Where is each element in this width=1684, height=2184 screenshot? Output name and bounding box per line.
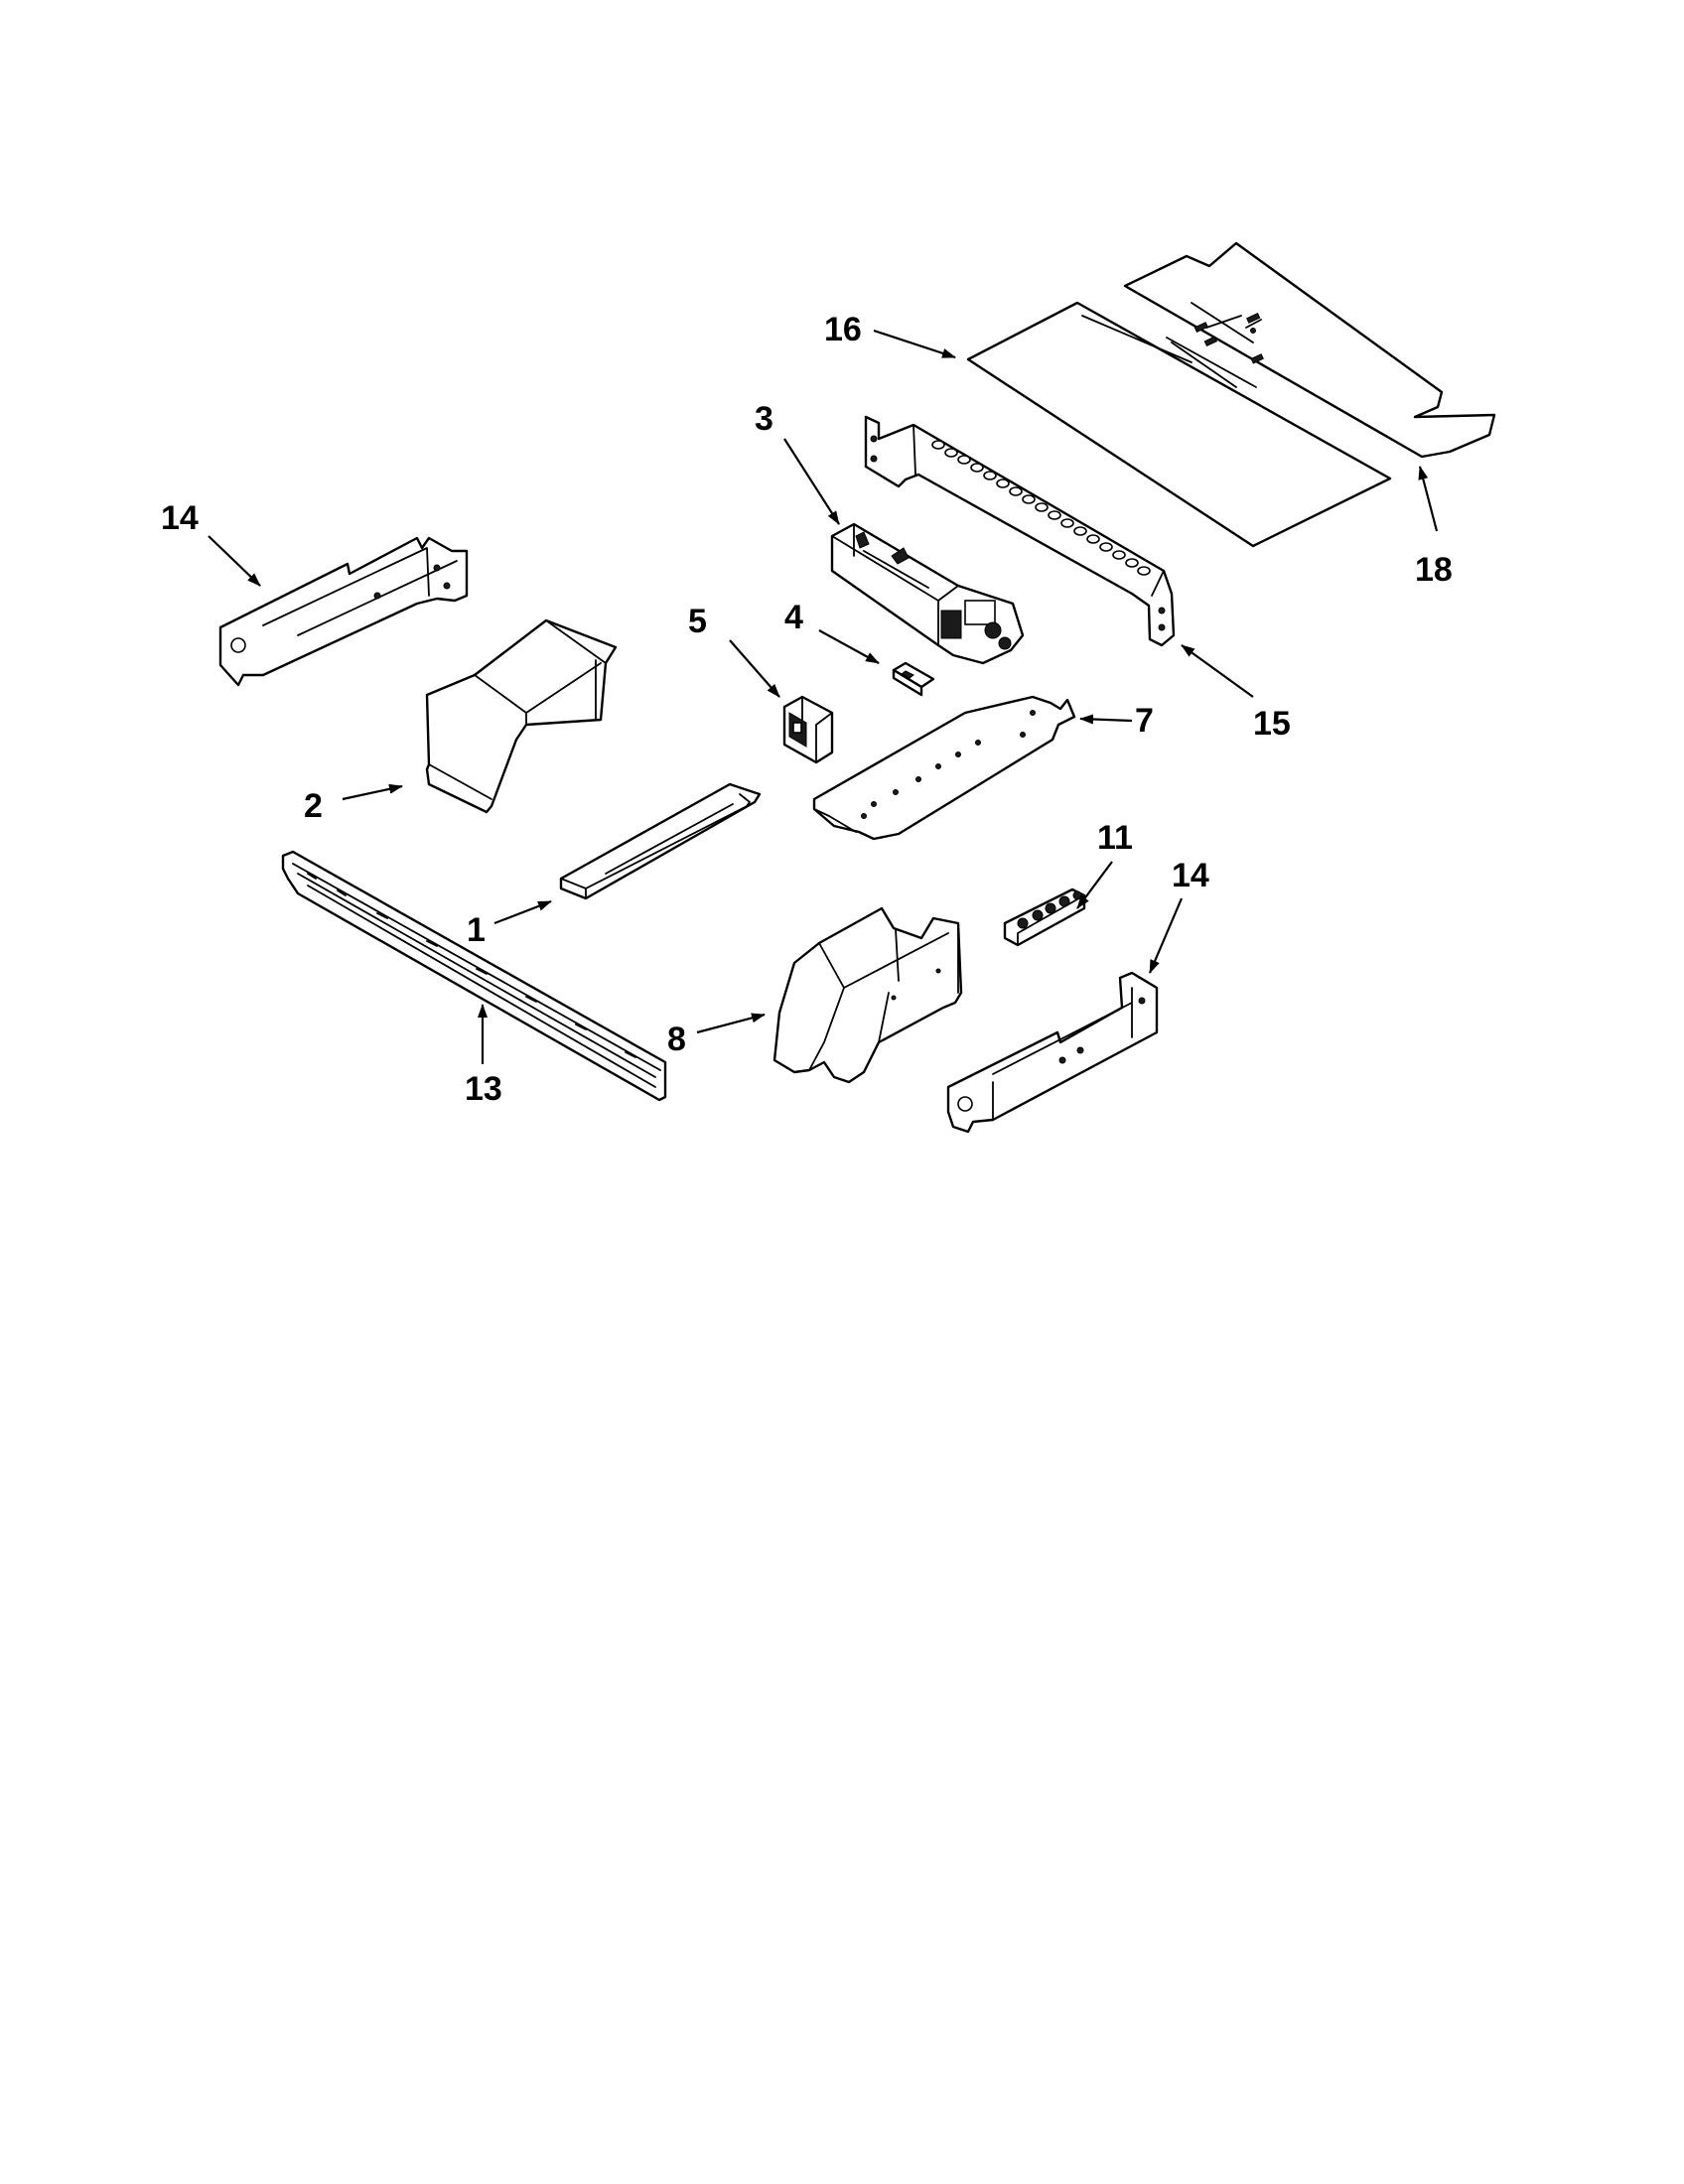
- leader-7: [1079, 714, 1133, 725]
- part-16-top-panel: [966, 301, 1392, 548]
- part-8-shield: [772, 906, 963, 1084]
- leader-11: [1076, 861, 1113, 909]
- callout-13: 13: [465, 1070, 502, 1108]
- leader-4: [818, 629, 880, 664]
- part-11-terminal-block: [1003, 887, 1086, 947]
- leader-14-top: [208, 535, 261, 587]
- part-13-rail: [281, 850, 667, 1102]
- part-4-connector: [892, 661, 935, 697]
- part-7-mounting-plate: [812, 695, 1076, 841]
- leader-16: [873, 329, 956, 359]
- leader-2: [342, 783, 403, 801]
- part-2-duct: [425, 618, 618, 814]
- part-3-control-module: [830, 522, 1025, 665]
- part-15-bracket: [864, 415, 1176, 647]
- callout-3: 3: [755, 400, 773, 438]
- callout-18: 18: [1415, 551, 1453, 589]
- leader-8: [696, 1013, 766, 1034]
- callout-1: 1: [467, 911, 486, 949]
- callout-11: 11: [1097, 819, 1133, 857]
- leader-3: [783, 438, 840, 525]
- part-14-side-bracket-right: [946, 971, 1159, 1134]
- leader-14-bottom: [1148, 897, 1184, 974]
- callout-2: 2: [304, 787, 323, 825]
- part-14-side-bracket-left: [218, 536, 469, 687]
- callout-15: 15: [1253, 705, 1291, 743]
- part-18-rear-panel: [1123, 241, 1496, 459]
- callout-7: 7: [1135, 702, 1154, 740]
- leader-5: [729, 639, 780, 698]
- leader-lines: [208, 329, 1439, 1064]
- callout-14-top: 14: [161, 499, 199, 537]
- callout-14-bottom: 14: [1172, 857, 1209, 894]
- callout-16: 16: [824, 311, 862, 348]
- part-1-bar: [559, 782, 762, 900]
- callout-4: 4: [784, 599, 803, 636]
- leader-15: [1181, 644, 1254, 698]
- part-5-switch: [782, 695, 834, 764]
- callout-8: 8: [667, 1021, 686, 1058]
- leader-18: [1418, 466, 1439, 532]
- leader-1: [493, 899, 552, 925]
- callout-labels: 16 3 18 14 15 5 4 7 2 1 11 14 8 13: [161, 311, 1453, 1108]
- callout-5: 5: [688, 603, 707, 640]
